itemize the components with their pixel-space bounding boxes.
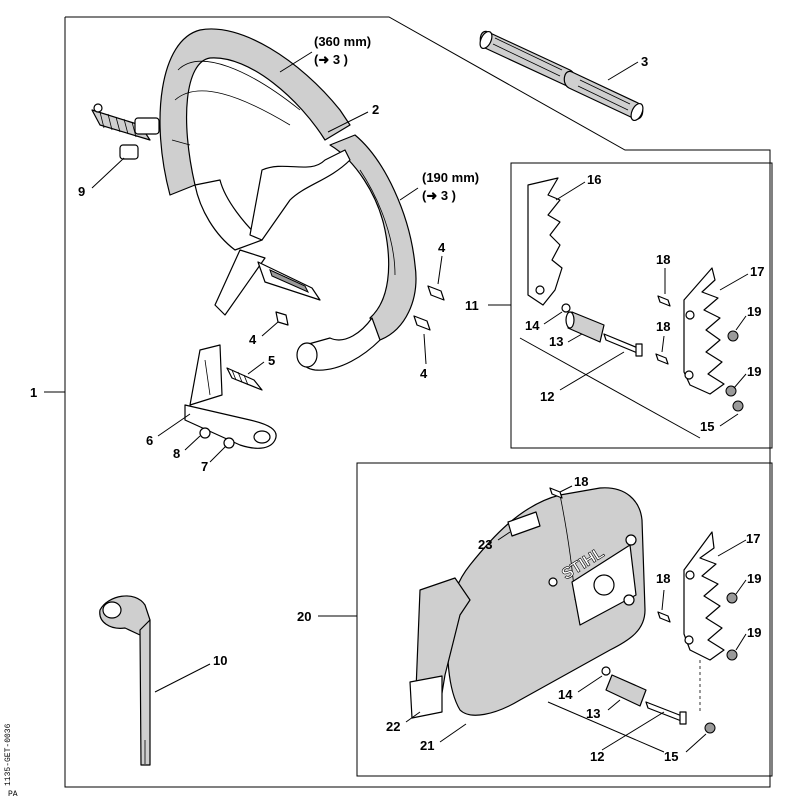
callout-18: 18: [656, 252, 670, 267]
hose-sleeve-part: [479, 30, 644, 122]
callout-12: 12: [540, 389, 554, 404]
hose-ref-top: (➜ 3 ): [314, 52, 348, 67]
callout-15: 15: [664, 749, 678, 764]
assembly-frame: [64, 16, 771, 788]
chain-sprocket-cover-parts: [409, 487, 738, 734]
callout-1: 1: [30, 385, 37, 400]
callout-22: 22: [386, 719, 400, 734]
handlebar-bracket-part: [184, 344, 277, 449]
callout-5: 5: [268, 353, 275, 368]
hose-length-top: (360 mm): [314, 34, 371, 49]
callout-18: 18: [656, 571, 670, 586]
callout-13: 13: [549, 334, 563, 349]
callout-19: 19: [747, 364, 761, 379]
callout-13: 13: [586, 706, 600, 721]
callout-8: 8: [173, 446, 180, 461]
callout-labels: 1 2 3 4 4 4 5 6 7 8 9 10 11 12 13 14 15 …: [30, 54, 764, 764]
callout-4: 4: [438, 240, 446, 255]
dimension-annotations: (360 mm) (➜ 3 ) (190 mm) (➜ 3 ): [314, 34, 479, 203]
chain-sprocket-cover-frame: [356, 462, 773, 777]
callout-9: 9: [78, 184, 85, 199]
callout-4: 4: [420, 366, 428, 381]
spring-buffer-part: [91, 103, 160, 160]
screw-parts: [226, 285, 445, 391]
callout-10: 10: [213, 653, 227, 668]
callout-23: 23: [478, 537, 492, 552]
callout-4: 4: [249, 332, 257, 347]
leader-lines: [44, 51, 749, 753]
callout-17: 17: [750, 264, 764, 279]
callout-19: 19: [747, 571, 761, 586]
callout-3: 3: [641, 54, 648, 69]
callout-18: 18: [574, 474, 588, 489]
callout-11: 11: [465, 298, 479, 313]
callout-7: 7: [201, 459, 208, 474]
callout-16: 16: [587, 172, 601, 187]
drawing-tag: PA: [8, 790, 18, 799]
callout-14: 14: [525, 318, 540, 333]
callout-6: 6: [146, 433, 153, 448]
callout-15: 15: [700, 419, 714, 434]
bracket-kit-parts: [527, 177, 744, 412]
washer-nut-parts: [199, 427, 235, 449]
handlebar-part: [159, 28, 417, 371]
callout-18: 18: [656, 319, 670, 334]
callout-14: 14: [558, 687, 573, 702]
callout-19: 19: [747, 304, 761, 319]
callout-12: 12: [590, 749, 604, 764]
drawing-id: 1135-GET-0036: [4, 723, 13, 786]
callout-20: 20: [297, 609, 311, 624]
callout-2: 2: [372, 102, 379, 117]
callout-21: 21: [420, 738, 434, 753]
callout-19: 19: [747, 625, 761, 640]
hose-length-side: (190 mm): [422, 170, 479, 185]
callout-17: 17: [746, 531, 760, 546]
combination-wrench-part: [99, 595, 151, 766]
hose-ref-side: (➜ 3 ): [422, 188, 456, 203]
